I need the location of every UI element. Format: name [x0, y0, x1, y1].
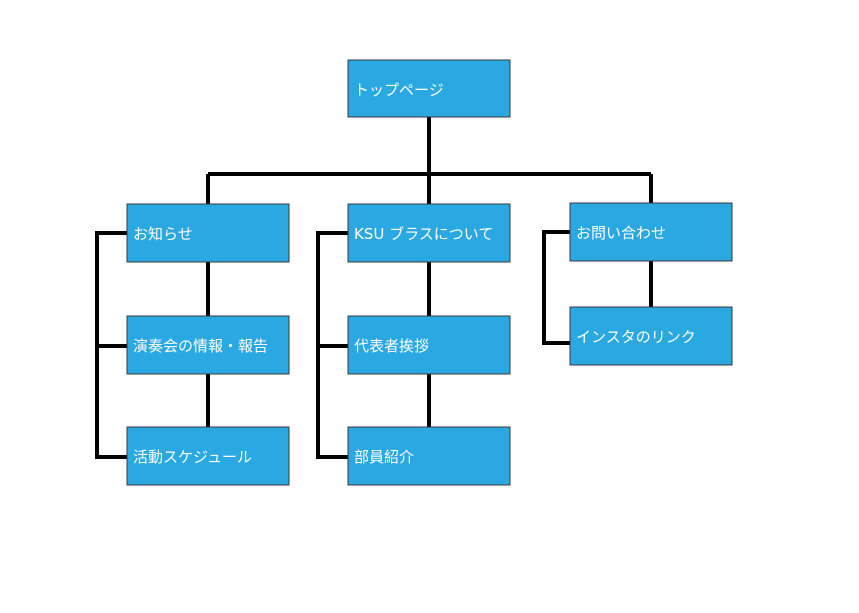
node-concert-label: 演奏会の情報・報告: [133, 337, 268, 355]
node-members: 部員紹介: [347, 426, 511, 486]
node-contact-label: お問い合わせ: [576, 224, 666, 242]
node-instagram-label: インスタのリンク: [576, 328, 696, 346]
node-contact: お問い合わせ: [569, 202, 733, 262]
node-greeting: 代表者挨拶: [347, 315, 511, 375]
node-greeting-label: 代表者挨拶: [354, 337, 429, 355]
node-news-label: お知らせ: [133, 225, 193, 243]
node-schedule-label: 活動スケジュール: [133, 448, 252, 466]
node-about-label: KSU ブラスについて: [354, 225, 493, 243]
node-schedule: 活動スケジュール: [126, 426, 290, 486]
node-about: KSU ブラスについて: [347, 203, 511, 263]
node-concert: 演奏会の情報・報告: [126, 315, 290, 375]
node-top-label: トップページ: [354, 81, 444, 99]
node-members-label: 部員紹介: [354, 448, 414, 466]
connectors: [95, 116, 653, 459]
node-instagram: インスタのリンク: [569, 306, 733, 366]
node-top: トップページ: [347, 59, 511, 118]
node-news: お知らせ: [126, 203, 290, 263]
connector-contact-bracket: [542, 230, 570, 345]
